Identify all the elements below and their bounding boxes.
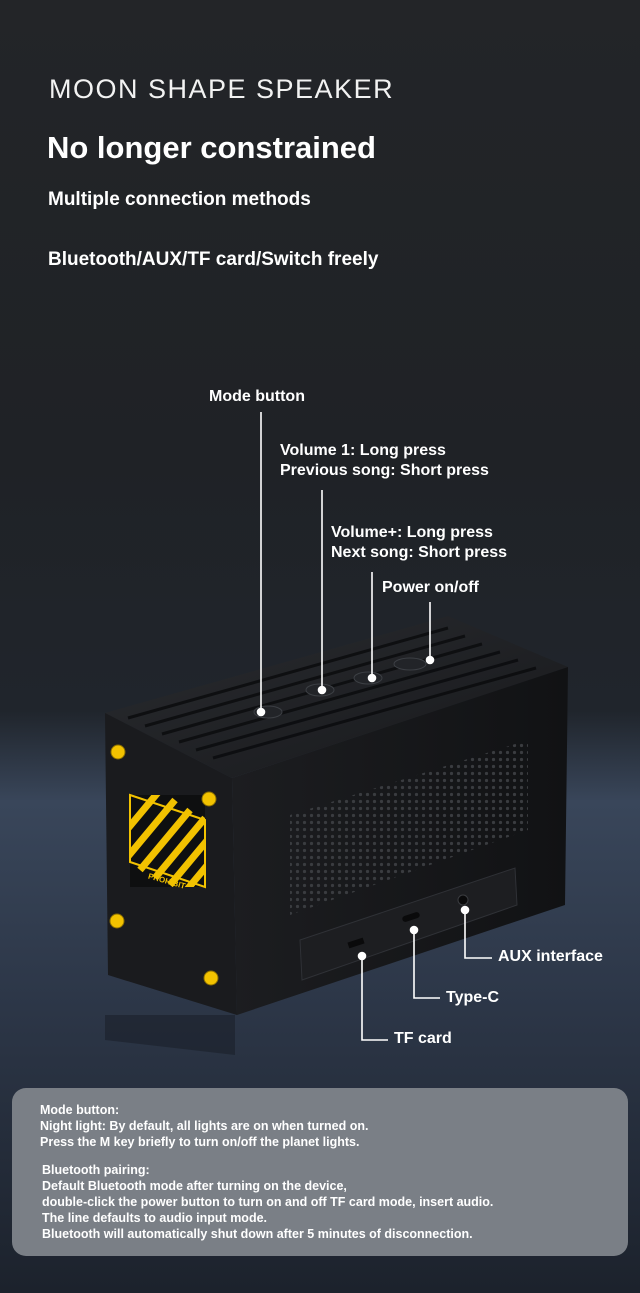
callout-volume-minus-line2: Previous song: Short press bbox=[280, 462, 489, 479]
speaker-reflection bbox=[105, 1015, 235, 1055]
callout-lines bbox=[256, 412, 492, 1041]
mode-button-info: Mode button: Night light: By default, al… bbox=[40, 1102, 368, 1150]
aux-port bbox=[457, 894, 469, 906]
callout-power: Power on/off bbox=[382, 579, 479, 596]
tf-card-slot-port bbox=[347, 937, 365, 949]
callout-volume-plus-line2: Next song: Short press bbox=[331, 544, 508, 561]
headline: No longer constrained bbox=[47, 130, 376, 165]
bolts bbox=[109, 744, 219, 986]
callout-tf-card: TF card bbox=[394, 1030, 452, 1047]
bluetooth-info-line4: Bluetooth will automatically shut down a… bbox=[42, 1227, 473, 1241]
mode-button-info-line1: Night light: By default, all lights are … bbox=[40, 1119, 369, 1133]
bluetooth-info-line1: Default Bluetooth mode after turning on … bbox=[42, 1179, 347, 1193]
callout-volume-minus-line1: Volume 1: Long press bbox=[280, 442, 446, 459]
speaker-illustration: PROHIBIT bbox=[105, 412, 568, 1055]
bluetooth-info-line2: double-click the power button to turn on… bbox=[42, 1195, 494, 1209]
bluetooth-info: Bluetooth pairing: Default Bluetooth mod… bbox=[42, 1162, 493, 1242]
type-c-port bbox=[402, 912, 420, 922]
info-panel: Mode button: Night light: By default, al… bbox=[12, 1088, 628, 1256]
mode-button-info-title: Mode button: bbox=[40, 1103, 120, 1117]
hazard-stripes bbox=[130, 795, 205, 887]
mode-button-info-line2: Press the M key briefly to turn on/off t… bbox=[40, 1135, 360, 1149]
callout-volume-minus: Volume 1: Long press Previous song: Shor… bbox=[280, 441, 489, 481]
top-buttons bbox=[253, 657, 427, 719]
brand-title: MOON SHAPE SPEAKER bbox=[49, 74, 395, 104]
callout-volume-plus: Volume+: Long press Next song: Short pre… bbox=[331, 523, 507, 563]
subtitle: Multiple connection methods bbox=[48, 189, 311, 210]
features-line: Bluetooth/AUX/TF card/Switch freely bbox=[48, 249, 379, 270]
callout-mode-button: Mode button bbox=[209, 388, 305, 405]
speaker-grille bbox=[290, 740, 528, 915]
callout-type-c: Type-C bbox=[446, 989, 500, 1006]
bluetooth-info-line3: The line defaults to audio input mode. bbox=[42, 1211, 267, 1225]
callout-aux: AUX interface bbox=[498, 948, 603, 965]
callout-volume-plus-line1: Volume+: Long press bbox=[331, 524, 493, 541]
sticker-border bbox=[129, 793, 206, 889]
bluetooth-info-title: Bluetooth pairing: bbox=[42, 1163, 150, 1177]
